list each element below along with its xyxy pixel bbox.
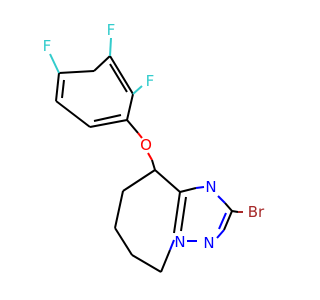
azepane-bond bbox=[122, 169, 156, 192]
ring-bond bbox=[93, 55, 111, 72]
triazole-bond-n bbox=[217, 195, 226, 204]
triazole-bond bbox=[179, 187, 197, 193]
fluorine-label-left: F bbox=[43, 37, 52, 55]
nitrogen-label-lower-left: N bbox=[174, 233, 185, 251]
azepane-bond bbox=[131, 254, 162, 273]
nitrogen-label-upper: N bbox=[205, 178, 216, 196]
ring-double-bond bbox=[61, 79, 65, 99]
nitrogen-label-lower-right: N bbox=[203, 234, 214, 252]
triazole-double-bond-n bbox=[216, 229, 225, 239]
molecule-structure: F F F O N N N Br bbox=[43, 21, 265, 273]
fluorine-label-top: F bbox=[107, 21, 116, 39]
triazole-bond-n bbox=[195, 186, 205, 189]
triazole-double-bond bbox=[223, 210, 233, 231]
ring-bond bbox=[109, 55, 134, 95]
benzene-ring bbox=[55, 55, 134, 128]
bromine-label: Br bbox=[248, 203, 265, 221]
triazole-double-bond-inner bbox=[218, 212, 227, 230]
oxygen-c9-bond-o bbox=[147, 152, 153, 161]
ring-double-bond bbox=[93, 114, 122, 122]
azepane-ring bbox=[114, 169, 181, 273]
azepane-bond bbox=[154, 169, 181, 193]
fluorine-label-right: F bbox=[146, 72, 155, 90]
ring-bond bbox=[126, 93, 134, 121]
cf-bond-right bbox=[132, 85, 143, 95]
triazole-double-bond bbox=[180, 196, 187, 232]
azepane-bond bbox=[114, 227, 133, 256]
oxygen-c9-bond bbox=[151, 159, 156, 171]
cbr-bond bbox=[231, 210, 239, 213]
azepane-bond-n bbox=[169, 239, 175, 251]
cf-bond-left bbox=[49, 53, 60, 74]
ring-double-bond bbox=[109, 63, 128, 93]
ring-bond bbox=[55, 72, 60, 102]
oxygen-label: O bbox=[140, 136, 152, 154]
azepane-bond bbox=[114, 190, 124, 229]
triazole-ring bbox=[173, 186, 233, 242]
ring-oxygen-bond bbox=[126, 119, 139, 134]
ring-bond bbox=[55, 100, 91, 128]
ring-bond bbox=[89, 119, 128, 128]
azepane-bond bbox=[160, 249, 171, 273]
triazole-bond bbox=[173, 191, 181, 234]
ring-oxygen-bond-o bbox=[137, 132, 143, 139]
cf-bond-top bbox=[109, 37, 112, 57]
triazole-bond bbox=[224, 202, 233, 212]
ring-bond bbox=[58, 70, 95, 74]
molecule-canvas: F F F O N N N Br bbox=[43, 21, 265, 273]
